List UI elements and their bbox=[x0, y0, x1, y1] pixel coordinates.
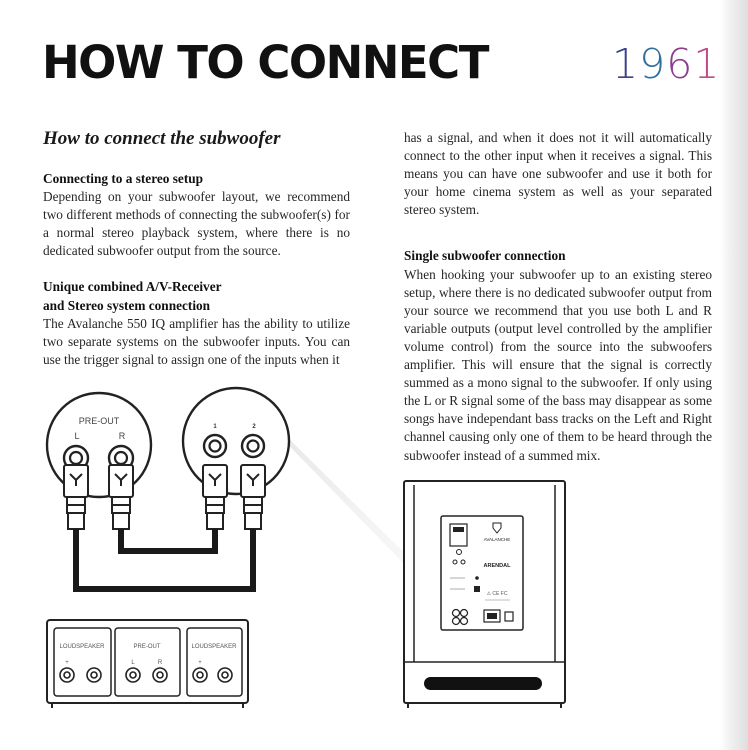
sub-input-2-jack bbox=[240, 433, 266, 459]
brand-logo-digit: 1 bbox=[612, 40, 640, 88]
panel-model-label: ARENDAL bbox=[484, 563, 512, 569]
subwoofer-port bbox=[424, 677, 542, 690]
preout-label: PRE-OUT bbox=[79, 416, 120, 426]
left-text-column: Connecting to a stereo setup Depending o… bbox=[43, 170, 350, 369]
cable-left-to-input2 bbox=[73, 529, 256, 592]
rca-plug-sub-input-1 bbox=[202, 464, 228, 530]
amp-plus-left-label: + bbox=[65, 660, 69, 666]
brand-logo: 1961 bbox=[612, 44, 720, 85]
preout-left-label: L bbox=[74, 431, 79, 441]
amp-preout-jack-right bbox=[152, 667, 168, 683]
preout-right-label: R bbox=[119, 431, 126, 441]
stereo-setup-paragraph: Depending on your subwoofer layout, we r… bbox=[43, 189, 350, 259]
brand-logo-digit: 1 bbox=[693, 40, 721, 88]
cable-right-to-input1 bbox=[118, 529, 218, 554]
combined-connection-paragraph-continued: has a signal, and when it does not it wi… bbox=[404, 130, 712, 218]
subwoofer-amp-panel: ⚠ CE FC bbox=[440, 515, 524, 631]
amp-speaker-terminal bbox=[217, 667, 233, 683]
amp-loudspeaker-left-label: LOUDSPEAKER bbox=[59, 644, 105, 650]
amp-speaker-terminal bbox=[86, 667, 102, 683]
avalanche-logo-icon bbox=[492, 522, 502, 534]
combined-connection-heading-line2: and Stereo system connection bbox=[43, 297, 211, 313]
combined-connection-heading-line1: Unique combined A/V-Receiver bbox=[43, 279, 222, 295]
combined-connection-paragraph: The Avalanche 550 IQ amplifier has the a… bbox=[43, 315, 350, 367]
page-title: HOW TO CONNECT bbox=[42, 36, 489, 89]
sub-input-1-label: 1 bbox=[213, 424, 217, 430]
amplifier-rear-panel bbox=[46, 619, 249, 708]
amp-speaker-terminal bbox=[59, 667, 75, 683]
amp-preout-label: PRE-OUT bbox=[134, 644, 161, 650]
rca-plug-sub-input-2 bbox=[240, 464, 266, 530]
right-text-column: has a signal, and when it does not it wi… bbox=[404, 129, 712, 465]
panel-brand-label: AVALANCHE bbox=[484, 537, 511, 542]
rca-plug-preout-left bbox=[63, 464, 89, 530]
single-subwoofer-heading: Single subwoofer connection bbox=[404, 248, 566, 264]
preout-zoom-circle bbox=[45, 391, 153, 499]
brand-logo-digit: 6 bbox=[666, 40, 694, 88]
rca-plug-preout-right bbox=[108, 464, 134, 530]
sub-input-2-label: 2 bbox=[252, 424, 256, 430]
single-subwoofer-paragraph: When hooking your subwoofer up to an exi… bbox=[404, 266, 712, 463]
amp-l-label: L bbox=[131, 660, 135, 666]
svg-text:⚠ CE FC: ⚠ CE FC bbox=[487, 591, 508, 597]
amp-loudspeaker-right-label: LOUDSPEAKER bbox=[191, 644, 237, 650]
amp-speaker-terminal bbox=[192, 667, 208, 683]
amp-preout-jack-left bbox=[125, 667, 141, 683]
section-heading: How to connect the subwoofer bbox=[43, 128, 281, 149]
amp-r-label: R bbox=[158, 660, 163, 666]
page-edge-shadow bbox=[720, 0, 748, 750]
sub-input-zoom-circle bbox=[181, 386, 291, 496]
sub-input-1-jack bbox=[202, 433, 228, 459]
stereo-setup-heading: Connecting to a stereo setup bbox=[43, 171, 204, 186]
brand-logo-digit: 9 bbox=[639, 40, 667, 88]
amp-plus-right-label: + bbox=[198, 660, 202, 666]
